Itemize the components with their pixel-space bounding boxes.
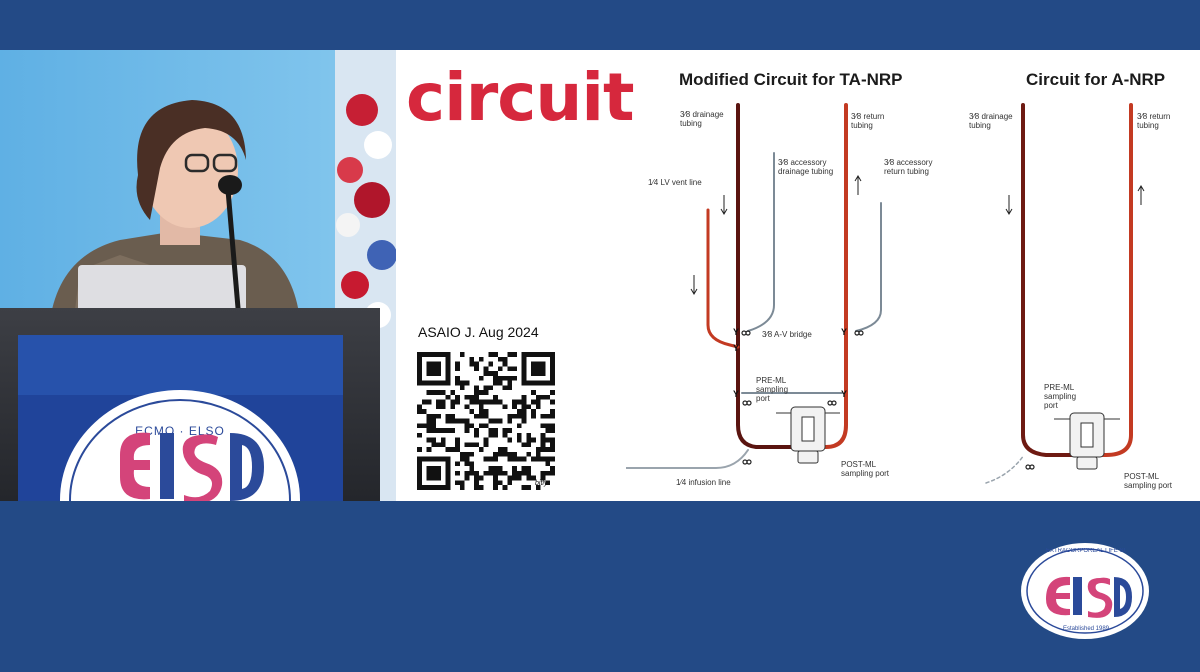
logo-org-name: EXTRACORPOREAL LIFE SUPPORT ORGANIZATION xyxy=(1046,548,1126,554)
label-a-return-tubing: 3⁄8 return tubing xyxy=(1137,112,1170,130)
logo-established: Established 1989 xyxy=(1058,626,1114,632)
svg-text:Y: Y xyxy=(733,389,739,399)
label-pre-ml: PRE-ML sampling port xyxy=(756,376,788,403)
label-return-tubing: 3⁄8 return tubing xyxy=(851,112,884,130)
label-accessory-return: 3⁄8 accessory return tubing xyxy=(884,158,932,176)
podium-logo: ECMO · ELSO xyxy=(50,385,310,501)
label-infusion: 1⁄4 infusion line xyxy=(676,478,731,487)
ta-nrp-circuit-diagram: Y Y Y Y Y xyxy=(626,95,956,495)
a-nrp-circuit-diagram xyxy=(966,95,1200,495)
presentation-slide: circuit ASAIO J. Aug 2024 bitly Modified… xyxy=(396,50,1200,501)
oxygenator-icon xyxy=(776,407,840,463)
qr-code[interactable] xyxy=(417,352,555,490)
slide-title: circuit xyxy=(406,58,634,138)
label-accessory-drainage: 3⁄8 accessory drainage tubing xyxy=(778,158,833,176)
label-lv-vent: 1⁄4 LV vent line xyxy=(648,178,702,187)
speaker-video: ECMO · ELSO xyxy=(0,50,396,501)
label-a-post-ml: POST-ML sampling port xyxy=(1124,472,1172,490)
svg-text:Y: Y xyxy=(733,343,739,353)
label-av-bridge: 3⁄8 A-V bridge xyxy=(762,330,812,339)
citation: ASAIO J. Aug 2024 xyxy=(418,324,539,340)
qr-caption: bitly xyxy=(535,480,547,487)
svg-text:Y: Y xyxy=(841,389,847,399)
svg-text:Y: Y xyxy=(733,327,739,337)
label-a-pre-ml: PRE-ML sampling port xyxy=(1044,383,1076,410)
label-post-ml: POST-ML sampling port xyxy=(841,460,889,478)
right-diagram-title: Circuit for A-NRP xyxy=(1026,70,1165,90)
label-drainage-tubing: 3⁄8 drainage tubing xyxy=(680,110,724,128)
left-diagram-title: Modified Circuit for TA-NRP xyxy=(679,70,903,90)
label-a-drainage-tubing: 3⁄8 drainage tubing xyxy=(969,112,1013,130)
svg-text:Y: Y xyxy=(841,327,847,337)
